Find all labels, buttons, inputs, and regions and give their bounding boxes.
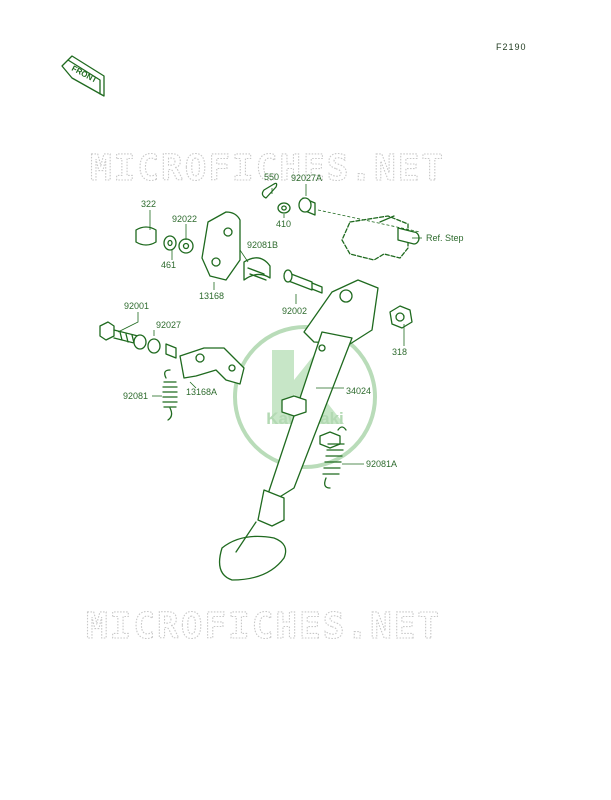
label-92081B: 92081B	[247, 240, 278, 250]
label-92027: 92027	[156, 320, 181, 330]
label-92081: 92081	[123, 391, 148, 401]
part-92022-washer	[178, 238, 194, 254]
part-92027-washers	[133, 334, 177, 359]
label-322: 322	[141, 199, 156, 209]
part-labels: 550 92027A 410 Ref. Step 322 92022 461 9…	[123, 172, 464, 469]
label-92081A: 92081A	[366, 459, 397, 469]
part-322-cap	[135, 226, 157, 246]
part-461-washer	[163, 235, 177, 251]
part-92081A-spring	[322, 426, 347, 489]
part-550-cotter-pin	[261, 182, 278, 199]
label-92001: 92001	[124, 301, 149, 311]
label-410: 410	[276, 219, 291, 229]
label-92002: 92002	[282, 306, 307, 316]
part-13168-bracket	[201, 211, 241, 281]
label-34024: 34024	[346, 386, 371, 396]
part-92081-spring	[162, 369, 178, 421]
part-34024-side-stand	[218, 279, 379, 581]
part-92081B-spring	[243, 257, 271, 281]
label-13168A: 13168A	[186, 387, 217, 397]
label-92022: 92022	[172, 214, 197, 224]
label-461: 461	[161, 260, 176, 270]
watermark-top: MICROFICHES.NET	[90, 148, 445, 189]
label-92027A: 92027A	[291, 173, 322, 183]
part-92001-bolt	[99, 321, 139, 345]
label-318: 318	[392, 347, 407, 357]
part-ref-step-bracket	[341, 215, 420, 261]
part-92002-pin	[283, 269, 323, 294]
part-13168A-bracket	[179, 347, 245, 385]
leader-lines	[117, 184, 422, 465]
watermark-bottom: MICROFICHES.NET	[86, 606, 441, 647]
part-410-washer	[277, 202, 291, 214]
front-arrow-icon: FRONT	[61, 55, 105, 97]
label-ref-step: Ref. Step	[426, 233, 464, 243]
part-318-nut	[389, 305, 413, 329]
part-92027A-collar	[298, 197, 316, 216]
figure-code: F2190	[496, 42, 527, 52]
label-13168: 13168	[199, 291, 224, 301]
label-550: 550	[264, 172, 279, 182]
